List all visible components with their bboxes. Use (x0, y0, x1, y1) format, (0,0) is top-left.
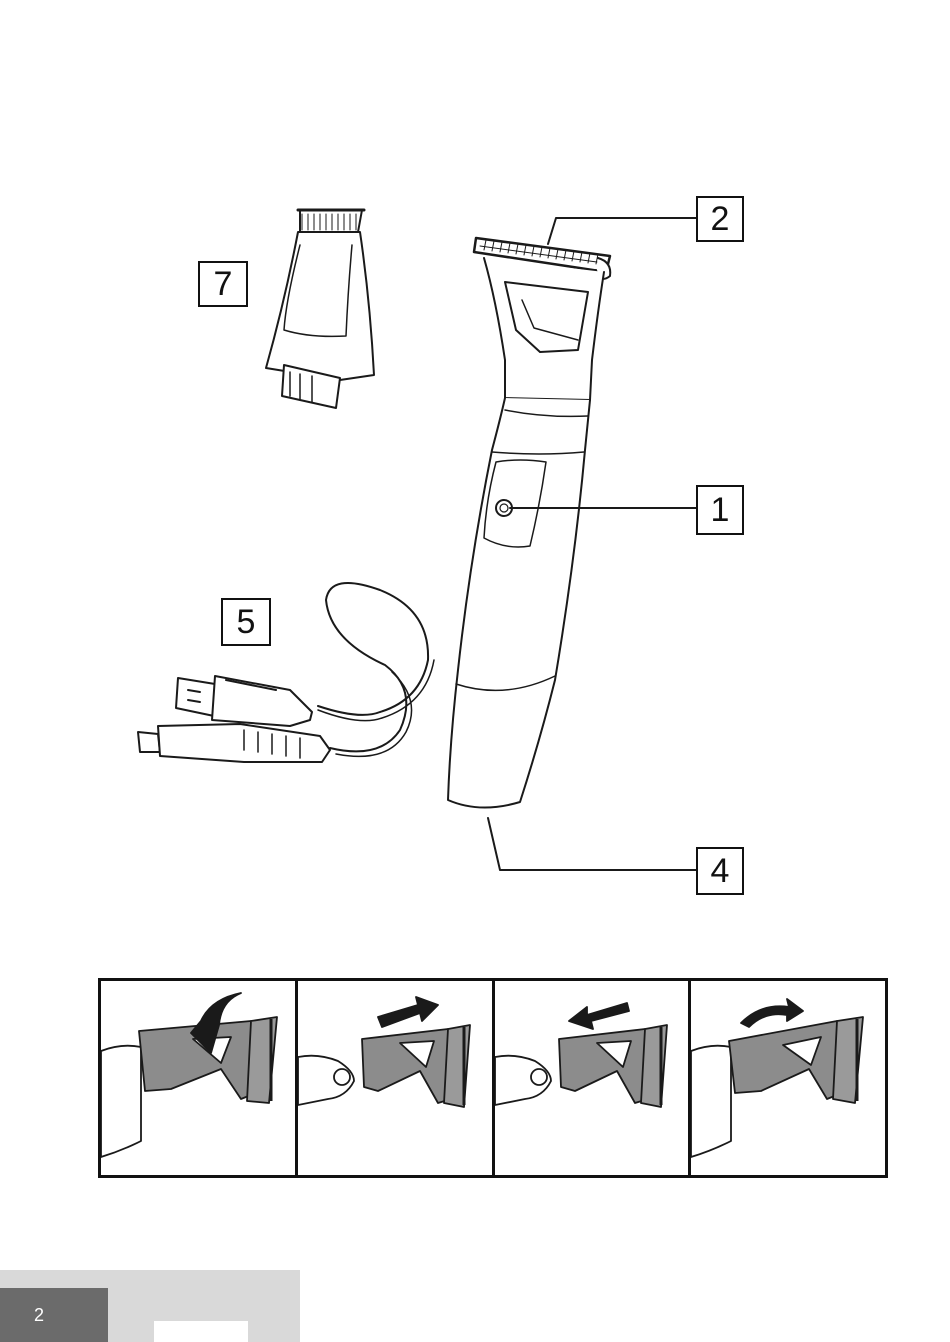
step-panel-1 (101, 981, 298, 1175)
callout-usb-cable: 5 (221, 598, 271, 646)
step-2-illustration (298, 981, 495, 1175)
page-number-label: 2 (34, 1305, 44, 1326)
footer-tab (154, 1321, 248, 1342)
step-4-illustration (691, 981, 885, 1175)
step-3-illustration (495, 981, 692, 1175)
step-panel-2 (298, 981, 495, 1175)
product-illustration (0, 0, 950, 960)
body-trimmer-illustration (448, 238, 610, 808)
callout-handle: 1 (696, 485, 744, 535)
attachment-steps (98, 978, 888, 1178)
precision-trimmer-illustration (266, 210, 374, 408)
callout-precision-trimmer: 7 (198, 261, 248, 307)
step-1-illustration (101, 981, 298, 1175)
step-panel-4 (691, 981, 885, 1175)
step-panel-3 (495, 981, 692, 1175)
callout-socket: 4 (696, 847, 744, 895)
usb-cable-illustration (138, 583, 434, 762)
callout-trimming-head: 2 (696, 196, 744, 242)
page-number: 2 (0, 1288, 108, 1342)
